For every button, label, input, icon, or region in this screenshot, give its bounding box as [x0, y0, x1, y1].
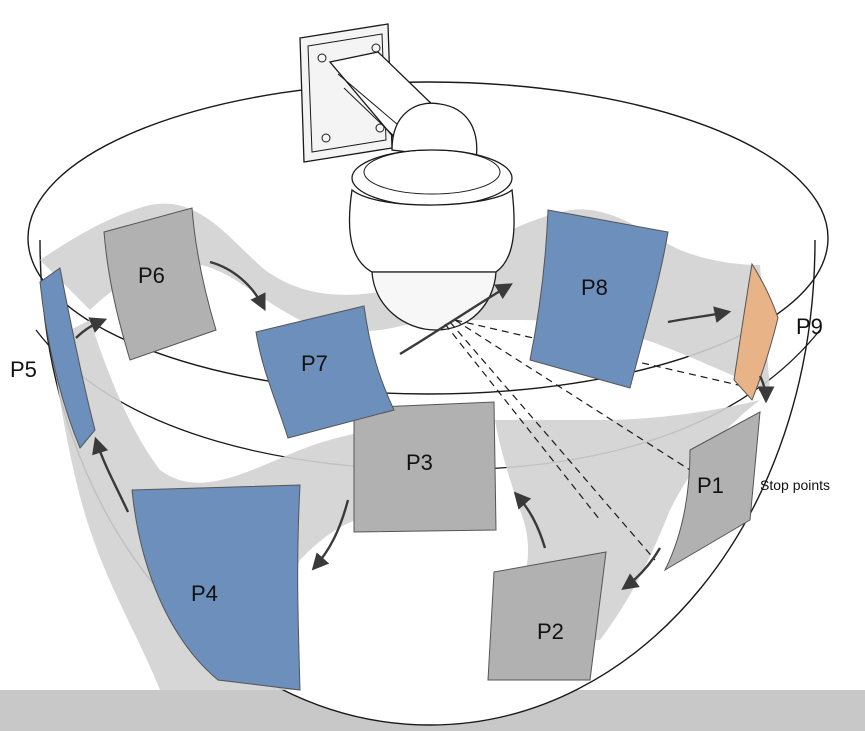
- stop-panel-p2: [487, 551, 607, 681]
- stop-label-p2: P2: [537, 619, 564, 644]
- stop-label-p3: P3: [406, 450, 433, 475]
- arrow-p6-to-p7: [209, 260, 266, 312]
- stop-label-p5: P5: [10, 357, 37, 382]
- arrow-p9-to-p1: [757, 375, 775, 404]
- sight-line: [444, 323, 601, 521]
- camera-housing: [348, 188, 515, 273]
- stop-label-p4: P4: [191, 581, 218, 606]
- stop-panel-p9: [733, 262, 779, 401]
- movement-arrows: [75, 260, 775, 590]
- stop-label-p7: P7: [301, 351, 328, 376]
- arrow-p4-to-p5: [92, 436, 130, 513]
- arrow-p8-to-p9: [667, 306, 732, 324]
- wall-bracket-plate-inner: [307, 33, 387, 153]
- stop-label-p6: P6: [138, 263, 165, 288]
- bracket-screw-hole: [321, 133, 331, 143]
- stop-panel-p4: [131, 484, 301, 691]
- stop-label-p9: P9: [796, 314, 823, 339]
- arrow-p3-to-p4: [311, 499, 350, 571]
- bracket-screw-hole: [317, 53, 327, 63]
- stop-panel-p8: [529, 209, 669, 389]
- camera-collar: [351, 149, 513, 207]
- camera-lens-dome: [371, 271, 497, 331]
- stop-label-p1: P1: [697, 473, 724, 498]
- stop-labels: P1 P2 P3 P4 P5 P6 P7 P8 P9 Stop points: [10, 263, 830, 644]
- stop-points-annotation: Stop points: [760, 477, 830, 493]
- camera-cap: [391, 102, 478, 161]
- bracket-screw-hole: [375, 123, 385, 133]
- sight-line: [449, 321, 656, 561]
- arrow-p5-to-p6: [75, 317, 108, 339]
- stop-panel-p3: [353, 401, 497, 533]
- stop-panels: [39, 207, 779, 691]
- stop-panel-p7: [255, 305, 395, 439]
- ptz-camera: [299, 23, 515, 331]
- arrow-p2-to-p3: [513, 491, 547, 549]
- stop-panel-p5: [39, 267, 96, 449]
- stop-label-p8: P8: [581, 275, 608, 300]
- sight-line: [454, 319, 691, 471]
- wall-bracket-arm-edge: [337, 73, 405, 141]
- camera-collar-ring: [363, 149, 501, 195]
- stop-panel-p6: [103, 207, 217, 361]
- arrow-p7-to-p8: [399, 283, 513, 356]
- dome-top-rim: [27, 81, 829, 395]
- arrow-p1-to-p2: [621, 547, 662, 590]
- stop-panel-p1: [663, 411, 761, 572]
